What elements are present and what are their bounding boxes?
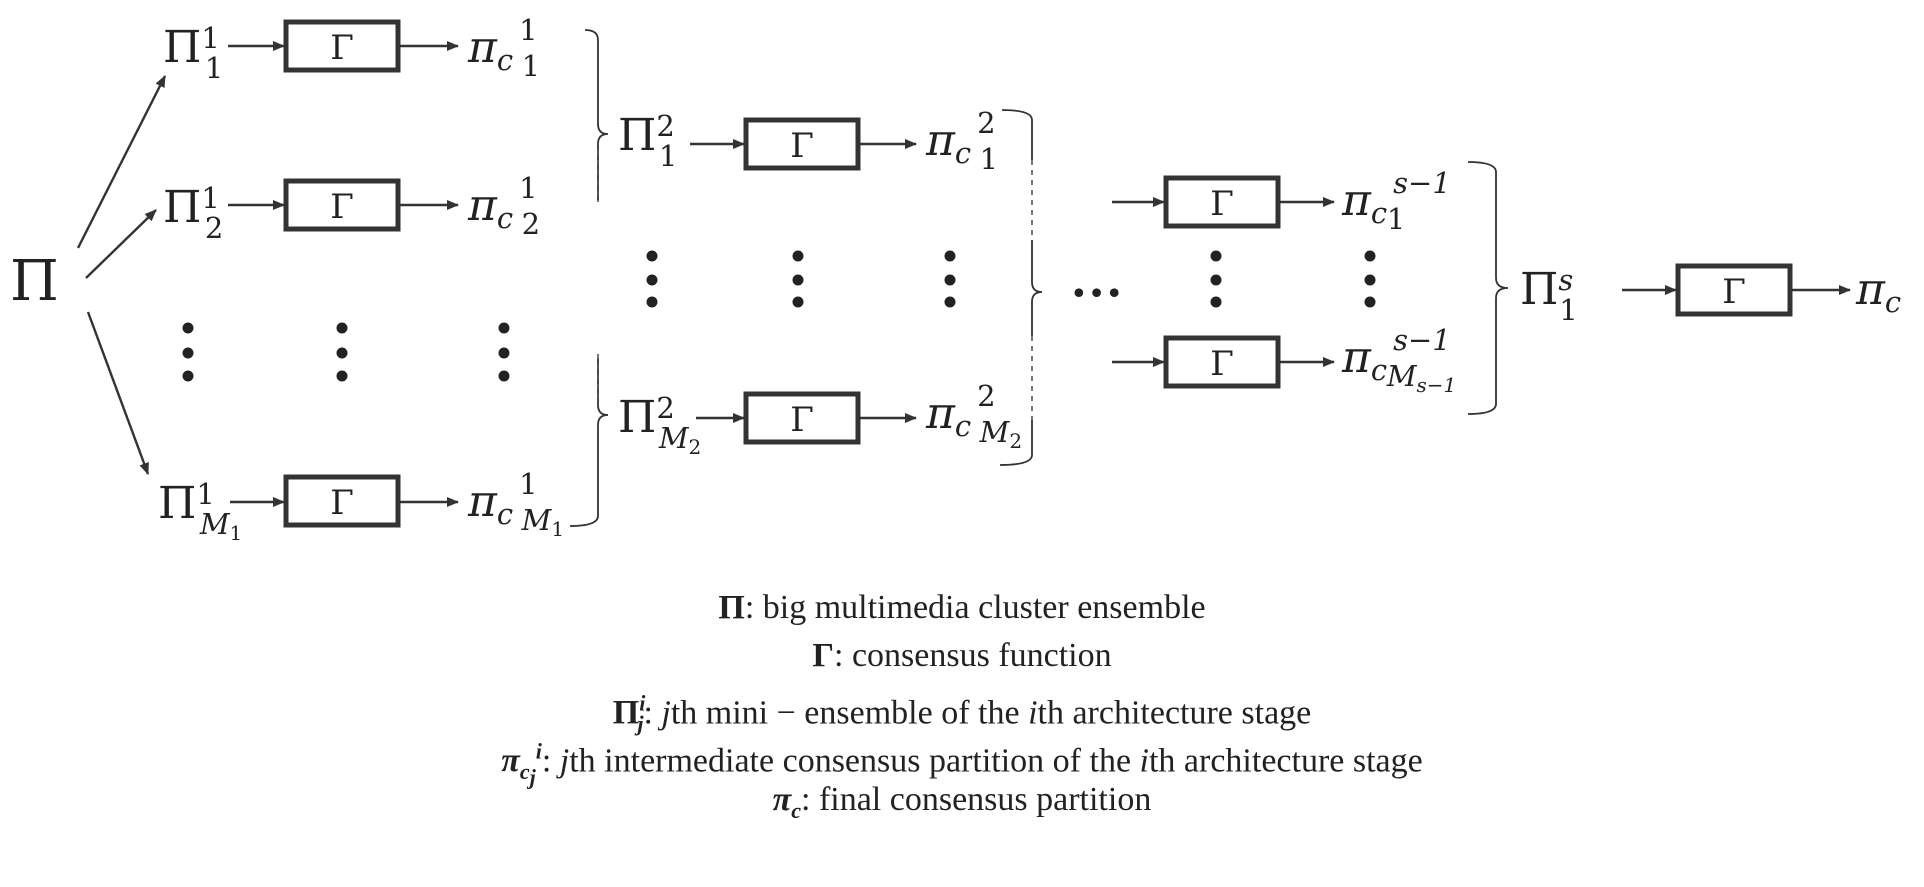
- fanout-arrow-m1: [86, 311, 150, 475]
- consensus-function-box: [743, 391, 861, 445]
- legend-symbol: Π: [718, 589, 745, 626]
- gamma-symbol: Γ: [330, 187, 354, 227]
- legend-row-intermediate-partition: πcji: jth intermediate consensus partiti…: [501, 739, 1423, 790]
- legend-text: : consensus function: [834, 637, 1112, 674]
- stage2-bracket: [999, 109, 1043, 466]
- big-ensemble-symbol: Π: [10, 249, 59, 314]
- stage2-vertical-dots: [646, 250, 956, 308]
- stage1-brackets: [569, 29, 609, 527]
- gamma-symbol: Γ: [330, 28, 354, 68]
- stage-s1-bracket: [1467, 161, 1509, 415]
- legend: Π: big multimedia cluster ensemble Γ: co…: [0, 584, 1924, 824]
- stage-ellipsis: •••: [1070, 277, 1123, 312]
- legend-symbol: πcji: [501, 739, 542, 790]
- gamma-symbol: Γ: [1210, 344, 1234, 384]
- gamma-symbol: Γ: [1210, 184, 1234, 224]
- gamma-symbol: Γ: [1722, 272, 1746, 312]
- legend-symbol: Γ: [812, 637, 834, 674]
- legend-symbol: Πij: [612, 691, 646, 737]
- gamma-symbol: Γ: [790, 400, 814, 440]
- legend-symbol: πc: [772, 781, 801, 823]
- legend-row-mini-ensemble: Πij: jth mini − ensemble of the ith arch…: [612, 691, 1312, 737]
- consensus-function-box: [283, 178, 401, 232]
- fanout-arrow-2: [85, 209, 157, 279]
- stage-s1-vertical-dots: [1210, 250, 1376, 308]
- fanout-arrow-1: [76, 75, 167, 249]
- legend-row-ensemble: Π: big multimedia cluster ensemble: [0, 584, 1924, 632]
- final-partition: πc: [1855, 264, 1901, 319]
- consensus-function-box: [1675, 263, 1793, 317]
- legend-row-final-partition: πc: final consensus partition: [772, 781, 1152, 823]
- legend-row-consensus-function: Γ: consensus function: [0, 632, 1924, 680]
- gamma-symbol: Γ: [790, 126, 814, 166]
- consensus-function-box: [283, 474, 401, 528]
- gamma-symbol: Γ: [330, 483, 354, 523]
- legend-text: : big multimedia cluster ensemble: [744, 589, 1206, 626]
- stage1-vertical-dots: [182, 322, 510, 382]
